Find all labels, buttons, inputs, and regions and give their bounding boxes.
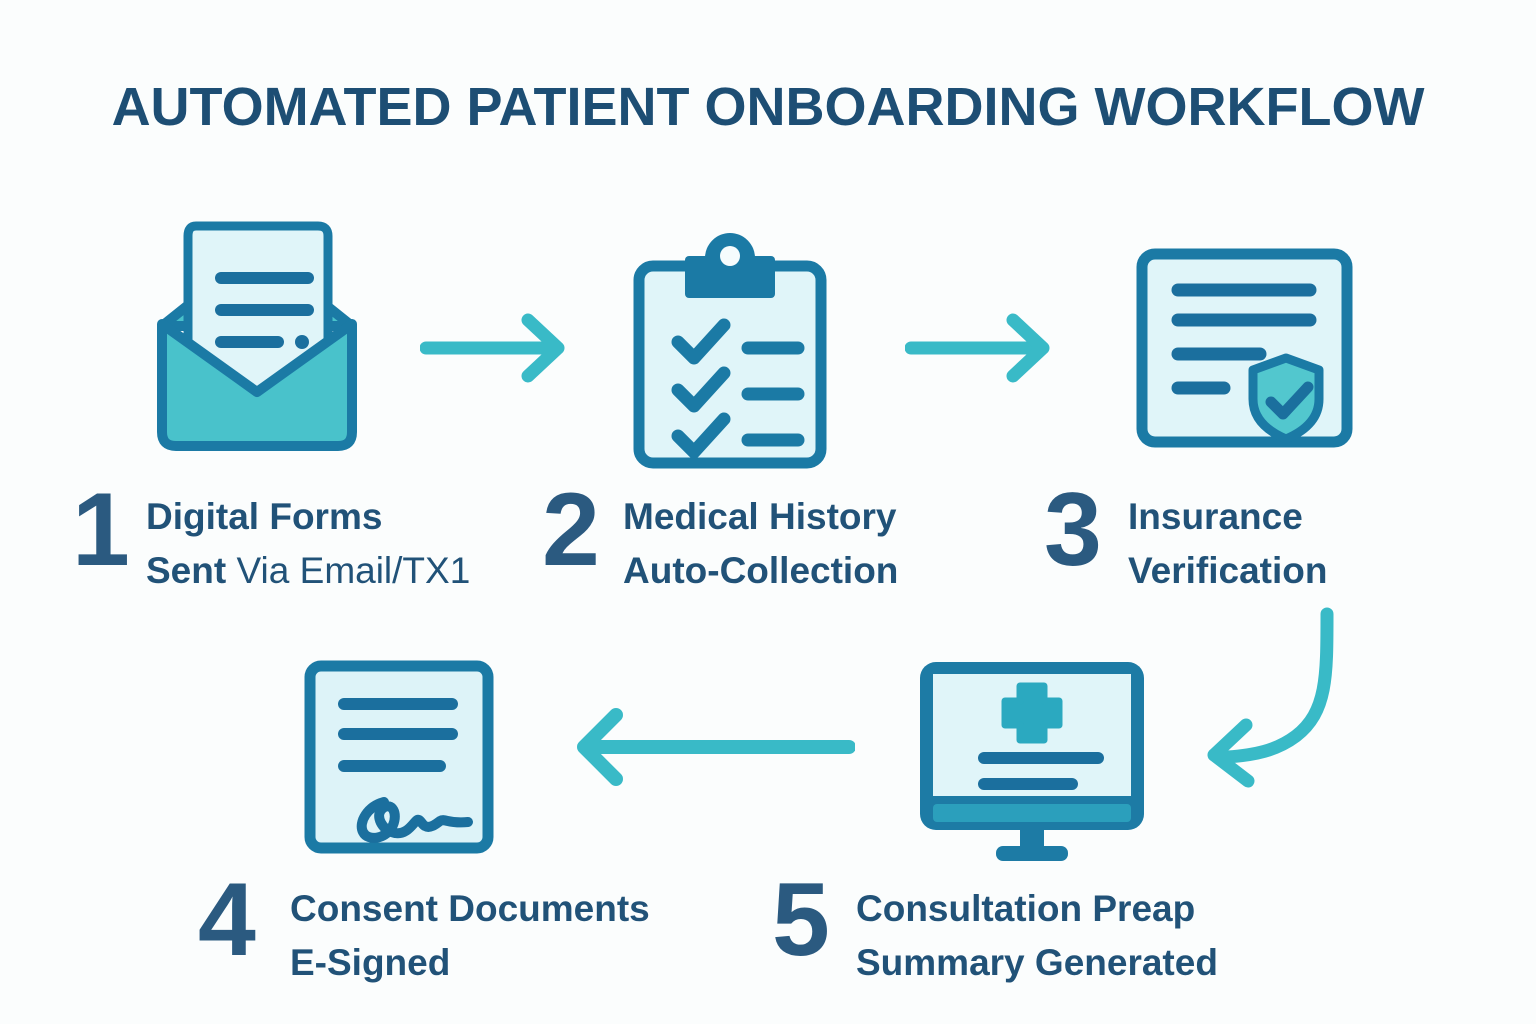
step-number: 4 [198,862,256,978]
flow-arrow-left-icon [570,702,856,792]
step-number: 5 [772,862,830,978]
step-caption: Consent Documents E-Signed [290,882,650,990]
monitor-medical-summary-icon [912,654,1152,862]
step-number: 1 [72,472,130,588]
step-caption-line2: Verification [1128,550,1328,591]
step-caption: Medical History Auto-Collection [623,490,898,598]
page-title: AUTOMATED PATIENT ONBOARDING WORKFLOW [111,77,1425,137]
envelope-open-letter-icon [148,218,366,454]
flow-arrow-right-icon [419,310,572,386]
step-caption-line2: Auto-Collection [623,550,899,591]
step-number: 2 [542,472,600,588]
step-caption: Consultation Preap Summary Generated [856,882,1218,990]
signed-document-icon [302,658,496,856]
step-caption-line1: Medical History [623,496,897,537]
step-caption-line1: Insurance [1128,496,1303,537]
clipboard-checklist-icon [628,224,832,474]
step-caption-line2: E-Signed [290,942,451,983]
step-caption-line2: Summary Generated [856,942,1218,983]
flow-arrow-right-icon [904,310,1057,386]
flow-arrow-curved-icon [1196,602,1356,797]
step-number: 3 [1044,472,1102,588]
step-caption-line1: Digital Forms [146,496,383,537]
step-caption: Insurance Verification [1128,490,1327,598]
step-caption-line1: Consultation Preap [856,888,1196,929]
step-caption-line1: Consent Documents [290,888,650,929]
document-shield-check-icon [1134,246,1356,456]
